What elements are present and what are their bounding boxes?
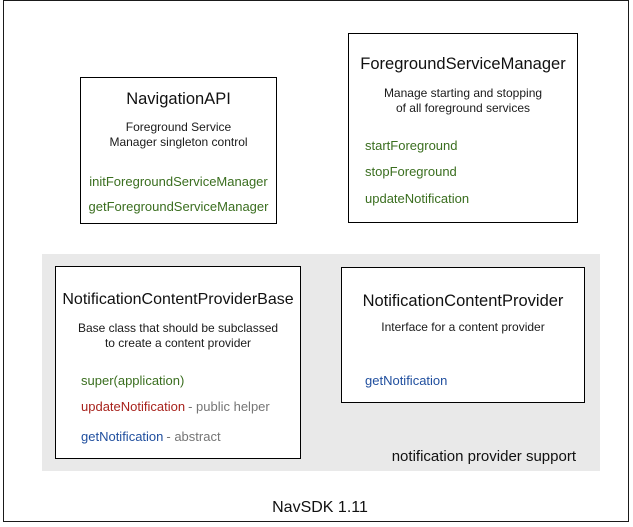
class-description: Foreground Service Manager singleton con… xyxy=(81,120,276,150)
method-getnotification: getNotification xyxy=(365,373,448,388)
class-box-notification-content-provider-base: NotificationContentProviderBase Base cla… xyxy=(55,266,301,459)
class-box-navigation-api: NavigationAPI Foreground Service Manager… xyxy=(80,77,277,224)
method-annotation: - public helper xyxy=(188,399,270,414)
class-title: ForegroundServiceManager xyxy=(360,55,566,73)
method-getnotification: getNotification- abstract xyxy=(56,429,300,445)
class-description: Base class that should be subclassed to … xyxy=(56,321,300,351)
description-line: to create a content provider xyxy=(104,336,252,350)
description-line: Base class that should be subclassed xyxy=(77,321,279,335)
method-startforeground: startForeground xyxy=(365,138,458,153)
panel-caption: notification provider support xyxy=(391,448,576,465)
class-title: NavigationAPI xyxy=(126,90,231,108)
class-description: Manage starting and stopping of all fore… xyxy=(349,86,577,116)
method-label: super(application) xyxy=(81,373,185,388)
method-stopforeground: stopForeground xyxy=(365,164,457,179)
method-initforegroundservicemanager: initForegroundServiceManager xyxy=(89,174,268,189)
method-label: getNotification xyxy=(81,429,164,444)
description-line: Interface for a content provider xyxy=(381,320,545,334)
class-title: NotificationContentProviderBase xyxy=(62,291,294,308)
sdk-version-caption: NavSDK 1.11 xyxy=(272,499,368,516)
description-line: Foreground Service xyxy=(125,120,232,134)
method-getforegroundservicemanager: getForegroundServiceManager xyxy=(88,199,269,214)
method-updatenotification: updateNotification- public helper xyxy=(56,399,300,415)
class-title: NotificationContentProvider xyxy=(362,292,564,310)
class-box-foreground-service-manager: ForegroundServiceManager Manage starting… xyxy=(348,33,578,223)
description-line: Manage starting and stopping xyxy=(383,86,543,100)
class-description: Interface for a content provider xyxy=(342,320,584,335)
diagram-outer-frame: notification provider support Navigation… xyxy=(3,0,629,522)
description-line: Manager singleton control xyxy=(109,135,248,149)
method-annotation: - abstract xyxy=(166,429,221,444)
method-label: updateNotification xyxy=(81,399,186,414)
class-box-notification-content-provider: NotificationContentProvider Interface fo… xyxy=(341,267,585,403)
method-updatenotification: updateNotification xyxy=(365,191,470,206)
description-line: of all foreground services xyxy=(395,101,531,115)
method-super-application: super(application) xyxy=(56,373,300,389)
